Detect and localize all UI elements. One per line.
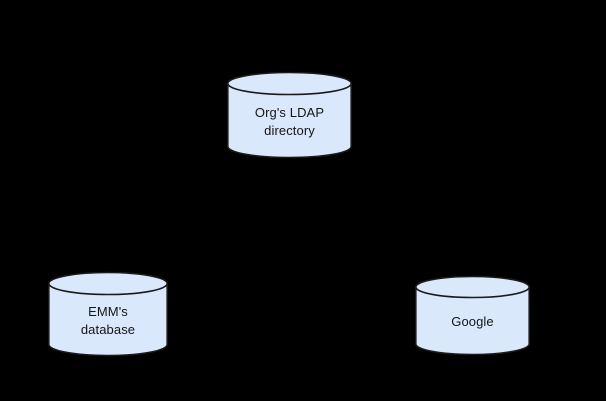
- cylinder-shape-icon: [226, 71, 353, 159]
- cylinder-shape-icon: [47, 271, 169, 357]
- node-google[interactable]: Google: [414, 275, 531, 356]
- cylinder-shape-icon: [414, 275, 531, 356]
- node-emms-database[interactable]: EMM's database: [47, 271, 169, 357]
- node-orgs-ldap-directory[interactable]: Org's LDAP directory: [226, 71, 353, 159]
